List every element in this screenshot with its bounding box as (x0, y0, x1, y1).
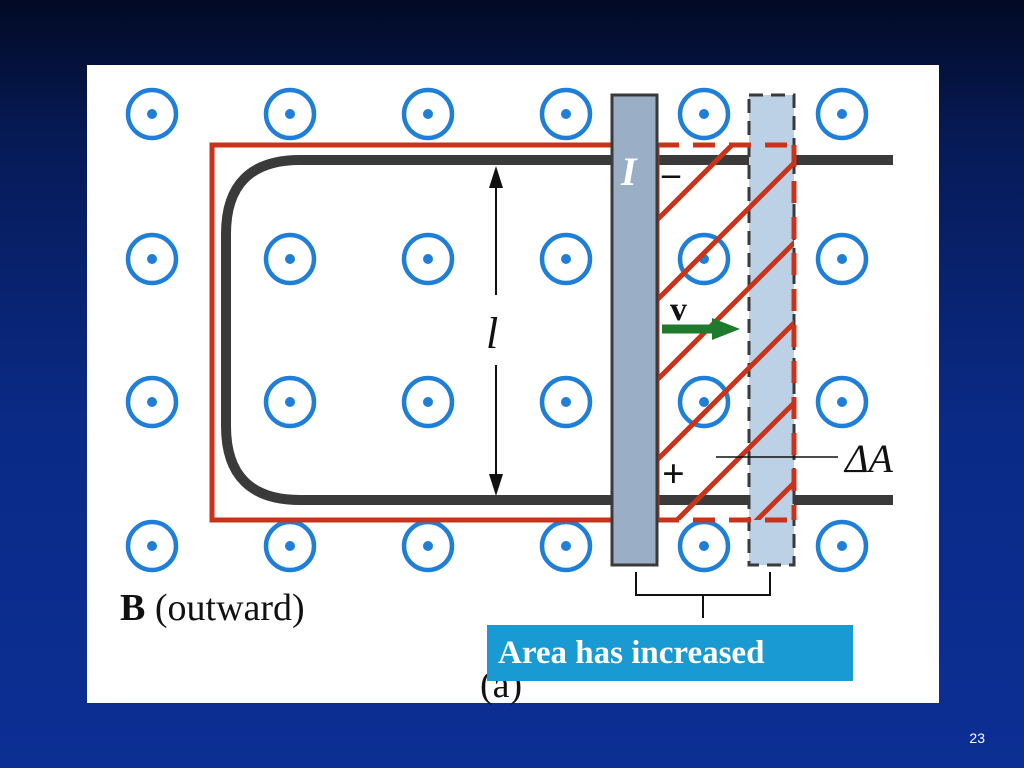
out-of-page-field-icon (818, 90, 866, 138)
velocity-arrow (662, 318, 740, 340)
increased-area-hatch (657, 145, 794, 520)
out-of-page-field-icon (542, 378, 590, 426)
out-of-page-field-icon (266, 378, 314, 426)
out-of-page-field-icon (266, 90, 314, 138)
length-dimension-arrow (489, 166, 503, 496)
length-label: l (486, 309, 498, 358)
out-of-page-field-icon (128, 90, 176, 138)
field-label-symbol: B (120, 587, 145, 629)
field-label: B (outward) (120, 587, 305, 629)
field-label-text: (outward) (145, 587, 304, 629)
velocity-label: v (670, 291, 687, 328)
slide-number: 23 (969, 730, 985, 746)
out-of-page-field-icon (266, 235, 314, 283)
plus-sign: + (662, 451, 685, 496)
conducting-rails (221, 155, 893, 505)
extended-loop-outline (657, 142, 797, 523)
out-of-page-field-icon (680, 235, 728, 283)
delta-area-label: ΔA (843, 436, 893, 481)
out-of-page-field-icon (266, 522, 314, 570)
out-of-page-field-icon (818, 522, 866, 570)
out-of-page-field-icon (542, 522, 590, 570)
out-of-page-field-icon (404, 90, 452, 138)
out-of-page-field-icon (128, 235, 176, 283)
out-of-page-field-icon (818, 235, 866, 283)
out-of-page-field-icon (404, 378, 452, 426)
minus-sign: – (661, 153, 681, 193)
area-increased-callout: Area has increased (487, 625, 853, 681)
current-label: I (620, 149, 638, 194)
out-of-page-field-icon (128, 522, 176, 570)
out-of-page-field-icon (680, 522, 728, 570)
out-of-page-field-icon (680, 90, 728, 138)
out-of-page-field-icon (542, 235, 590, 283)
original-loop-outline (209, 142, 660, 523)
out-of-page-field-icon (680, 378, 728, 426)
out-of-page-field-icon (128, 378, 176, 426)
displacement-bracket (635, 572, 771, 618)
moving-bar (610, 93, 659, 567)
out-of-page-field-icon (542, 90, 590, 138)
out-of-page-field-icon (404, 235, 452, 283)
out-of-page-field-icon (404, 522, 452, 570)
out-of-page-field-icon (818, 378, 866, 426)
